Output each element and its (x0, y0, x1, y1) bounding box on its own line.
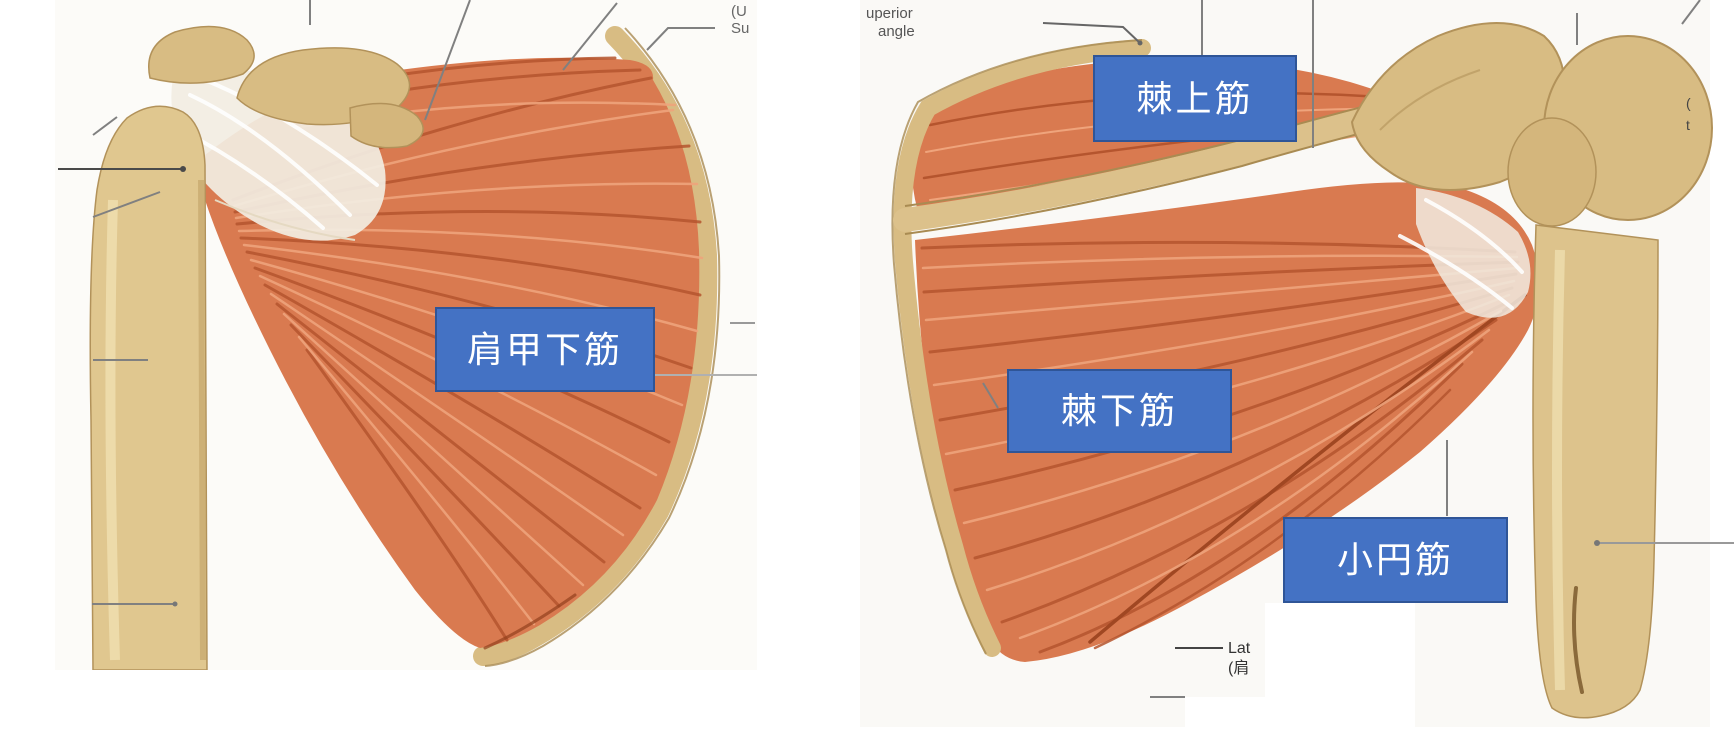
left-caption-fragment-line1: (U (731, 3, 747, 20)
caption-cover-rect (1265, 603, 1415, 742)
superior-angle-text-line2: angle (878, 23, 915, 40)
leader-arrow-dot (1137, 40, 1143, 46)
muscle-striations-dark (920, 240, 1520, 654)
coracoid-process-bone (349, 102, 424, 149)
leader-arrow-dot (172, 601, 178, 607)
humerus-bone (89, 105, 208, 670)
label-subscapularis: 肩甲下筋 (435, 307, 655, 392)
lateral-caption-fragment-line2: (肩 (1228, 659, 1249, 677)
humeral-head-bone (1507, 35, 1713, 227)
right-illustration: uperior angle Lat (肩 ( t (860, 0, 1734, 742)
right-edge-fragment-line2: t (1686, 117, 1690, 133)
label-supraspinatus: 棘上筋 (1093, 55, 1297, 142)
leader-arrow-dot (180, 166, 186, 172)
right-leader-lines (982, 0, 1734, 698)
superior-angle-text-line1: uperior (866, 5, 913, 22)
medial-border-bone (891, 39, 1151, 657)
scapula-rim-bone (473, 26, 721, 667)
left-leader-lines (58, 0, 757, 605)
left-caption-fragment-line2: Su (731, 20, 749, 37)
caption-cover-rect (1185, 697, 1265, 742)
label-infraspinatus: 棘下筋 (1007, 369, 1232, 453)
lateral-caption-fragment-line1: Lat (1228, 640, 1251, 657)
leader-arrow-dot (1594, 540, 1600, 546)
teres-minor-groove (1088, 293, 1527, 644)
humerus-shaft-bone (1532, 224, 1659, 719)
label-teres-minor: 小円筋 (1283, 517, 1508, 603)
right-edge-fragment-line1: ( (1686, 95, 1691, 111)
tendon-highlight (1398, 188, 1531, 318)
